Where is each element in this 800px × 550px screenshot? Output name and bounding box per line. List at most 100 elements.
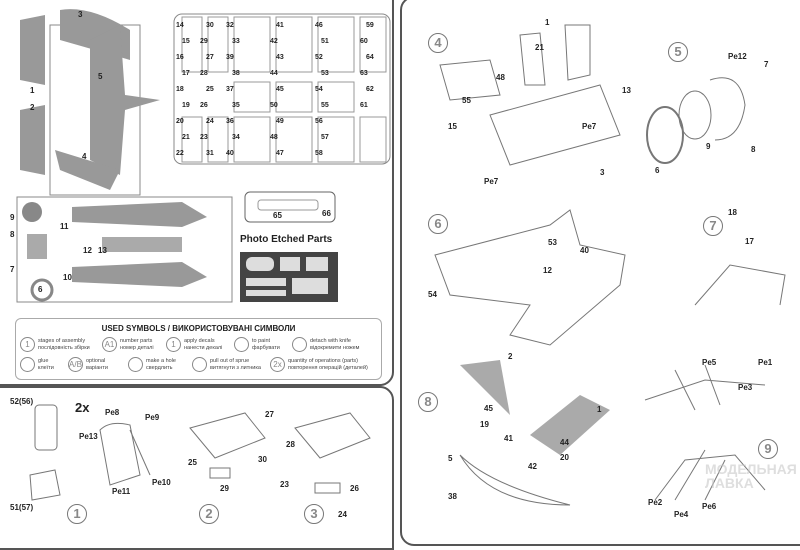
legend-item: detach with knife відокремити ножем: [292, 337, 359, 352]
part-label: 29: [220, 484, 229, 493]
step-number: 9: [758, 439, 778, 459]
part-label: 26: [200, 102, 208, 109]
legend-AB-icon: A/B: [68, 357, 83, 372]
part-label: Pe3: [738, 383, 753, 392]
part-label: 39: [226, 54, 234, 61]
legend-sprue-icon: [192, 357, 207, 372]
part-label: 65: [273, 211, 282, 220]
part-label: 35: [232, 102, 240, 109]
part-label: 4: [82, 152, 87, 161]
part-label: 42: [528, 462, 537, 471]
part-label: 1: [30, 86, 35, 95]
part-label: 8: [10, 230, 15, 239]
part-label: 40: [580, 246, 589, 255]
part-label: 22: [176, 150, 184, 157]
part-label: 49: [276, 118, 284, 125]
part-label: 17: [182, 70, 190, 77]
part-label: Pe7: [582, 122, 597, 131]
legend-text: apply decals нанести декалі: [184, 337, 223, 351]
part-label: 53: [548, 238, 557, 247]
part-label: 13: [98, 246, 107, 255]
part-label: Pe6: [702, 502, 717, 511]
part-label: Pe11: [112, 487, 131, 496]
photo-etched-title: Photo Etched Parts: [240, 234, 333, 245]
part-label: 3: [78, 10, 83, 19]
legend-text: make a hole свердлить: [146, 357, 176, 371]
part-label: 26: [350, 484, 359, 493]
part-label: 51(57): [10, 503, 34, 512]
step-number: 3: [304, 504, 324, 524]
part-label: 41: [276, 22, 284, 29]
part-label: 20: [560, 453, 569, 462]
part-label: 18: [176, 86, 184, 93]
part-label: 64: [366, 54, 374, 61]
part-label: 12: [543, 266, 552, 275]
part-label: 55: [321, 102, 329, 109]
part-label: 8: [751, 145, 756, 154]
part-label: 28: [286, 440, 295, 449]
part-label: 42: [270, 38, 278, 45]
part-label: 27: [265, 410, 274, 419]
part-label: 48: [270, 134, 278, 141]
part-label: 24: [206, 118, 214, 125]
part-label: 23: [200, 134, 208, 141]
part-label: 52: [315, 54, 323, 61]
part-label: 55: [462, 96, 471, 105]
step-number: 2: [199, 504, 219, 524]
legend-text: detach with knife відокремити ножем: [310, 337, 360, 351]
quantity-label: 2x: [75, 400, 90, 415]
part-label: 40: [226, 150, 234, 157]
part-label: 43: [276, 54, 284, 61]
part-label: Pe4: [674, 510, 689, 519]
part-label: 41: [504, 434, 513, 443]
part-label: Pe1: [758, 358, 773, 367]
legend-text: optional варіанти: [86, 357, 108, 371]
part-label: 30: [258, 455, 267, 464]
step-number: 7: [703, 216, 723, 236]
legend-text: stages of assembly послідовність збірки: [38, 337, 90, 351]
part-label: 44: [270, 70, 278, 77]
part-label: 2: [508, 352, 513, 361]
part-label: 1: [597, 405, 602, 414]
part-label: 23: [280, 480, 289, 489]
legend-item: to paint фарбувати: [234, 337, 280, 352]
legend-text: number parts номер деталі: [120, 337, 154, 351]
part-label: Pe2: [648, 498, 663, 507]
part-label: 66: [322, 209, 331, 218]
part-label: 50: [270, 102, 278, 109]
part-label: 57: [321, 134, 329, 141]
legend-brush-icon: [234, 337, 249, 352]
part-label: 61: [360, 102, 368, 109]
step-number: 6: [428, 214, 448, 234]
part-label: 27: [206, 54, 214, 61]
part-label: 20: [176, 118, 184, 125]
part-label: 33: [232, 38, 240, 45]
legend-A1-icon: A1: [102, 337, 117, 352]
part-label: 10: [63, 273, 72, 282]
part-label: 19: [480, 420, 489, 429]
legend-item: glue клеїти: [20, 357, 54, 372]
part-label: Pe7: [484, 177, 499, 186]
part-label: 21: [182, 134, 190, 141]
step-number: 1: [67, 504, 87, 524]
legend-text: to paint фарбувати: [252, 337, 280, 351]
part-label: 14: [176, 22, 184, 29]
part-label: 21: [535, 43, 544, 52]
part-label: 9: [10, 213, 15, 222]
watermark: МОДЕЛЬНАЯ ЛАВКА: [705, 462, 797, 490]
part-label: 54: [428, 290, 437, 299]
legend-drill-icon: [128, 357, 143, 372]
part-label: 25: [188, 458, 197, 467]
legend-2x-icon: 2x: [270, 357, 285, 372]
part-label: 53: [321, 70, 329, 77]
part-label: 38: [232, 70, 240, 77]
part-label: 5: [448, 454, 453, 463]
legend-1-icon: 1: [20, 337, 35, 352]
part-label: 25: [206, 86, 214, 93]
step-number: 5: [668, 42, 688, 62]
part-label: 19: [182, 102, 190, 109]
